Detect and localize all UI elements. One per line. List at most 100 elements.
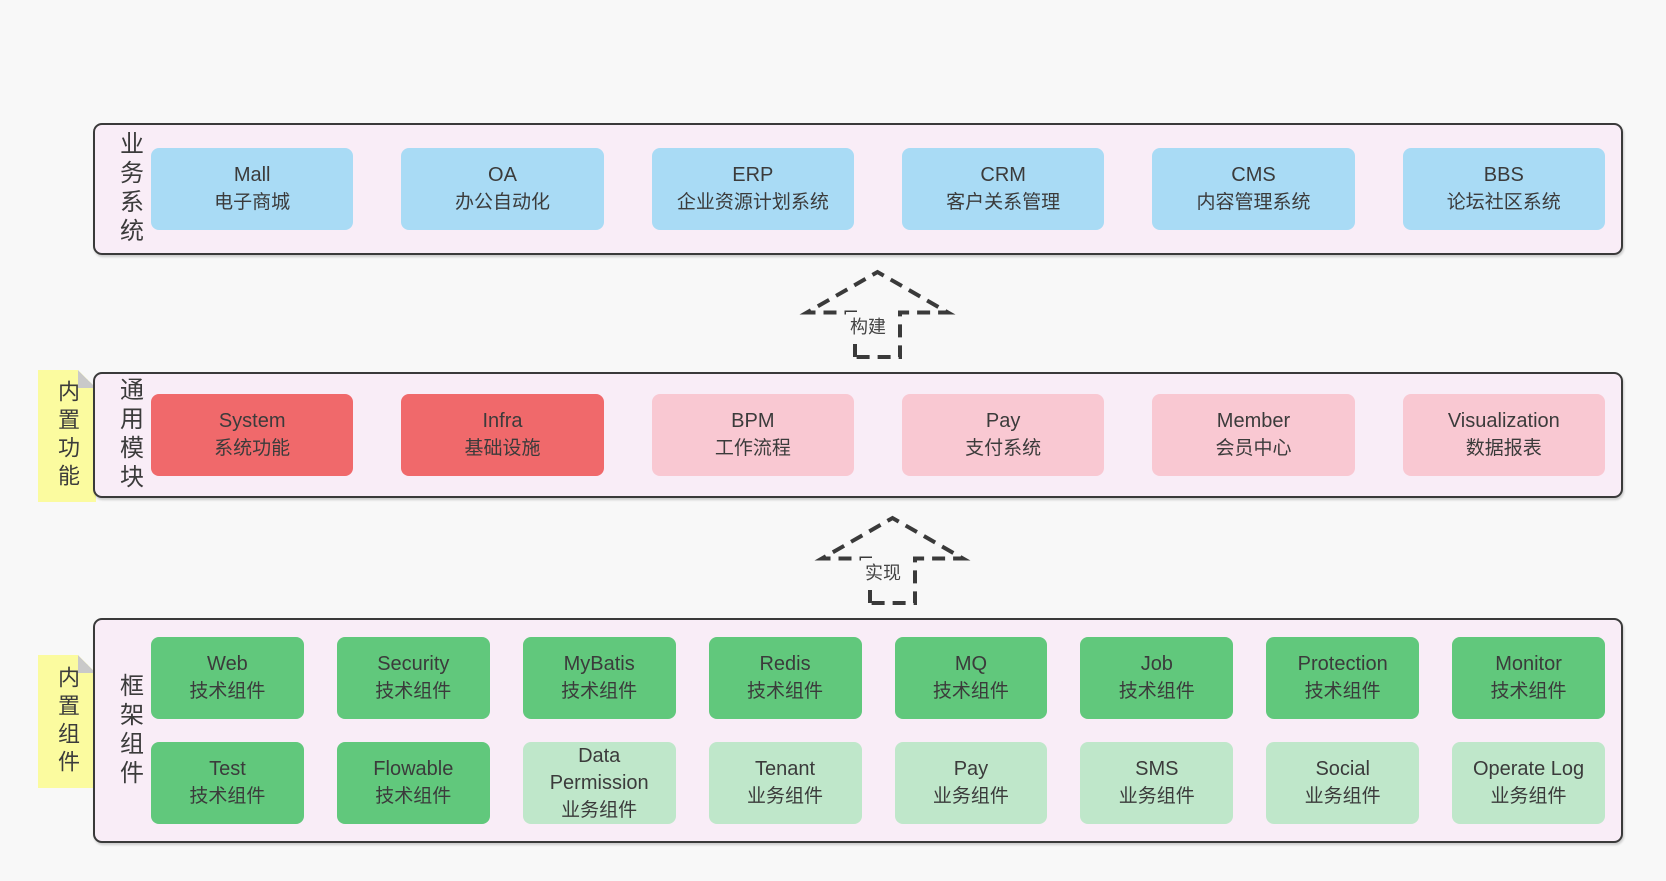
module-box-monitor: Monitor 技术组件 [1452, 637, 1605, 719]
module-desc: 技术组件 [932, 681, 1009, 702]
module-name: Flowable [373, 758, 454, 780]
module-name: Redis [759, 653, 811, 675]
module-name: Social [1315, 758, 1370, 780]
module-name: Security [377, 653, 450, 675]
module-name: Web [207, 653, 248, 675]
module-box-tenant: Tenant 业务组件 [708, 742, 862, 824]
module-name: Operate Log [1472, 758, 1585, 780]
module-desc: 技术组件 [375, 681, 452, 702]
module-box-web: Web 技术组件 [151, 637, 304, 719]
module-box-sms: SMS 业务组件 [1080, 742, 1234, 824]
module-name: Member [1216, 410, 1291, 432]
module-desc: 工作流程 [714, 438, 791, 459]
module-box-infra: Infra 基础设施 [401, 394, 604, 476]
module-name: Pay [985, 410, 1021, 432]
module-box-flowable: Flowable 技术组件 [336, 742, 490, 824]
module-name: Job [1140, 653, 1173, 675]
module-box-visualization: Visualization 数据报表 [1402, 394, 1605, 476]
module-name: OA [488, 164, 517, 186]
module-name: Infra [482, 410, 523, 432]
module-name: Mall [233, 164, 271, 186]
module-desc: 系统功能 [214, 438, 291, 459]
sticky-note-built-in-features: 内置功能 [38, 370, 96, 502]
band-label: 业务系统 [115, 131, 143, 247]
module-desc: 业务组件 [932, 786, 1009, 807]
module-desc: 业务组件 [747, 786, 824, 807]
module-name: Data Permission [549, 744, 649, 794]
module-desc: 业务组件 [1118, 786, 1195, 807]
band-label: 通用模块 [115, 377, 143, 493]
module-box-pay: Pay 业务组件 [894, 742, 1048, 824]
arrow-label: 实现 [861, 558, 905, 586]
module-desc: 企业资源计划系统 [676, 192, 829, 213]
arrow-implement: 实现 [814, 512, 971, 608]
module-box-operate-log: Operate Log 业务组件 [1452, 742, 1605, 824]
module-box-redis: Redis 技术组件 [708, 637, 862, 719]
module-name: CMS [1231, 164, 1276, 186]
band-business-systems: 业务系统 Mall 电子商城 OA 办公自动化 ERP 企业资源计划系统 CRM 客户关系管理… [93, 123, 1623, 255]
module-desc: 技术组件 [1304, 681, 1381, 702]
module-name: Tenant [755, 758, 816, 780]
module-name: MyBatis [563, 653, 635, 675]
sticky-label: 内置组件 [55, 665, 80, 778]
band-label: 框架组件 [115, 672, 143, 789]
module-desc: 支付系统 [965, 438, 1042, 459]
module-box-erp: ERP 企业资源计划系统 [651, 148, 854, 230]
module-box-job: Job 技术组件 [1080, 637, 1234, 719]
module-box-crm: CRM 客户关系管理 [901, 148, 1105, 230]
module-box-protection: Protection 技术组件 [1266, 637, 1420, 719]
module-box-security: Security 技术组件 [336, 637, 490, 719]
module-name: Monitor [1495, 653, 1562, 675]
band-rows: Mall 电子商城 OA 办公自动化 ERP 企业资源计划系统 CRM 客户关系管理 CMS 内容… [151, 148, 1605, 230]
module-name: Pay [953, 758, 989, 780]
module-box-oa: OA 办公自动化 [401, 148, 604, 230]
module-desc: 业务组件 [1490, 786, 1567, 807]
sticky-note-built-in-components: 内置组件 [38, 655, 96, 788]
module-name: Visualization [1447, 410, 1560, 432]
module-desc: 会员中心 [1215, 438, 1292, 459]
module-box-mybatis: MyBatis 技术组件 [522, 637, 676, 719]
module-desc: 论坛社区系统 [1446, 192, 1561, 213]
arrow-build: 构建 [799, 266, 956, 362]
module-box-pay: Pay 支付系统 [901, 394, 1105, 476]
module-name: SMS [1135, 758, 1179, 780]
module-desc: 内容管理系统 [1196, 192, 1311, 213]
module-box-bbs: BBS 论坛社区系统 [1402, 148, 1605, 230]
module-desc: 技术组件 [747, 681, 824, 702]
module-desc: 技术组件 [189, 786, 266, 807]
module-desc: 技术组件 [1118, 681, 1195, 702]
module-desc: 技术组件 [189, 681, 266, 702]
sticky-label: 内置功能 [55, 380, 80, 492]
module-desc: 办公自动化 [454, 192, 550, 213]
module-name: ERP [732, 164, 774, 186]
module-box-cms: CMS 内容管理系统 [1152, 148, 1355, 230]
arrow-label: 构建 [846, 312, 890, 340]
module-desc: 基础设施 [464, 438, 541, 459]
module-desc: 数据报表 [1465, 438, 1542, 459]
module-desc: 电子商城 [214, 192, 291, 213]
module-desc: 业务组件 [561, 799, 638, 821]
module-name: Protection [1297, 653, 1388, 675]
module-name: CRM [980, 164, 1026, 186]
module-name: BBS [1483, 164, 1524, 186]
module-desc: 技术组件 [1490, 681, 1567, 702]
module-desc: 技术组件 [375, 786, 452, 807]
module-desc: 客户关系管理 [946, 192, 1061, 213]
module-row: Mall 电子商城 OA 办公自动化 ERP 企业资源计划系统 CRM 客户关系管理 CMS 内容… [151, 148, 1605, 230]
module-name: MQ [954, 653, 988, 675]
module-box-mall: Mall 电子商城 [151, 148, 354, 230]
module-box-bpm: BPM 工作流程 [651, 394, 854, 476]
module-desc: 技术组件 [561, 681, 638, 702]
module-name: BPM [731, 410, 775, 432]
